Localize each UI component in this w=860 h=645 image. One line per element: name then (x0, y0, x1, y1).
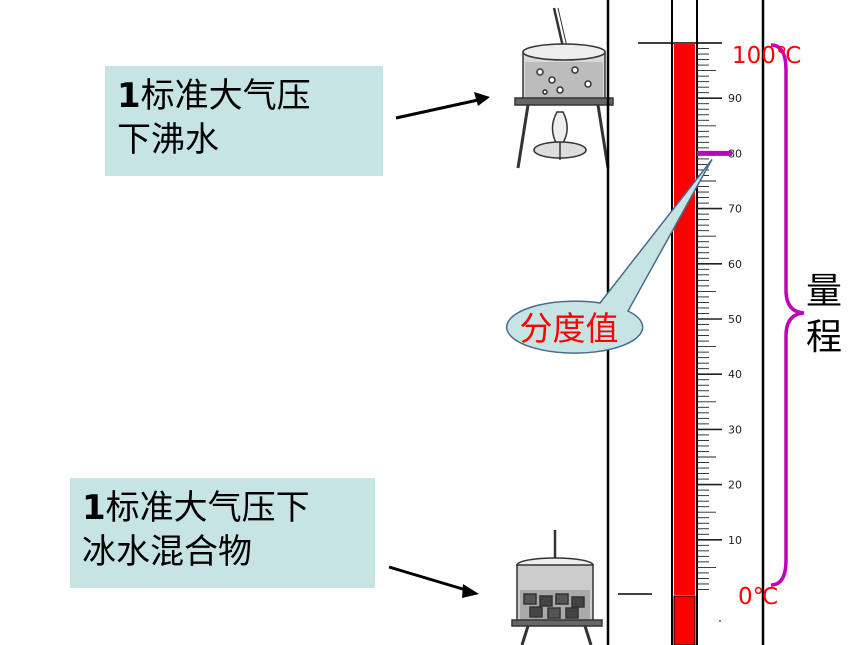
fluid-column (674, 43, 695, 595)
max-temp-label: 100℃ (732, 43, 802, 69)
boiling-water-label: 1标准大气压 下沸水 (105, 66, 383, 176)
arrow-to-ice (388, 565, 479, 598)
tick-label: 20 (728, 479, 742, 492)
tick-label: 50 (728, 313, 742, 326)
ice-water-label: 1标准大气压下 冰水混合物 (70, 478, 375, 588)
ice-label-line1: 标准大气压下 (105, 488, 310, 528)
boiling-label-line1: 标准大气压 (140, 76, 311, 116)
division-value-callout: 分度值 (505, 158, 713, 354)
scale-dot (719, 620, 721, 622)
scale-tick-labels: 10 20 30 40 50 60 70 80 90 (728, 92, 742, 547)
tick-label: 30 (728, 423, 742, 436)
boiling-label-num: 1 (117, 76, 141, 116)
ice-beaker-icon (511, 530, 603, 645)
min-temp-label: 0℃ (738, 584, 778, 610)
tick-label: 70 (728, 203, 742, 216)
boiling-beaker-icon (514, 7, 614, 169)
tick-label: 90 (728, 92, 742, 105)
range-char-2: 程 (806, 317, 843, 358)
range-brace (770, 43, 805, 587)
tick-label: 60 (728, 258, 742, 271)
scale-ticks (697, 48, 722, 590)
boiling-label-line2: 下沸水 (117, 120, 219, 160)
thermometer-bulb (673, 595, 696, 645)
tick-label: 40 (728, 368, 742, 381)
ice-label-num: 1 (82, 488, 106, 528)
range-char-1: 量 (806, 271, 843, 312)
arrow-to-boiling (395, 92, 490, 120)
tick-label: 80 (728, 147, 742, 160)
callout-label: 分度值 (520, 309, 619, 348)
tick-label: 10 (728, 534, 742, 547)
ice-label-line2: 冰水混合物 (82, 532, 252, 572)
